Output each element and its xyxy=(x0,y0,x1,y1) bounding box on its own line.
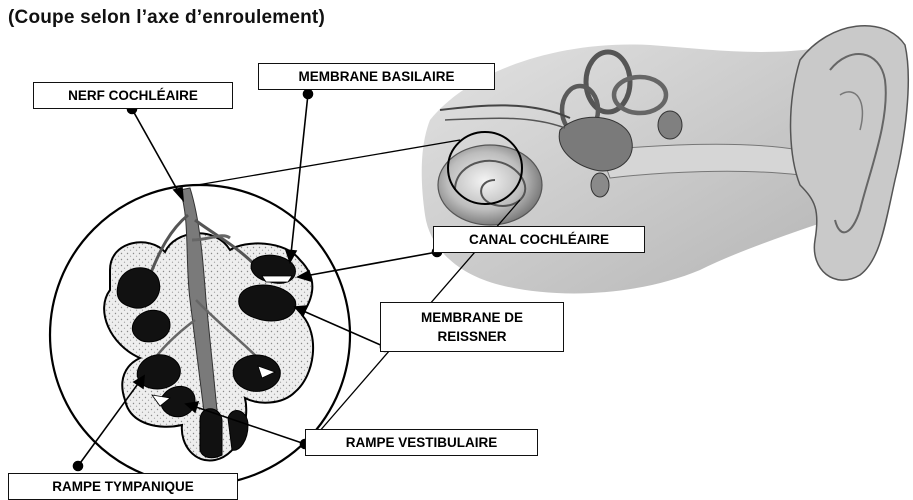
label-membrane-de-reissner-line1: MEMBRANE DE xyxy=(387,308,557,327)
label-canal-cochleaire: CANAL COCHLÉAIRE xyxy=(433,226,645,253)
diagram-title: (Coupe selon l’axe d’enroulement) xyxy=(8,7,325,29)
label-membrane-basilaire: MEMBRANE BASILAIRE xyxy=(258,63,495,90)
label-nerf-cochleaire: NERF COCHLÉAIRE xyxy=(33,82,233,109)
label-rampe-vestibulaire: RAMPE VESTIBULAIRE xyxy=(305,429,538,456)
pinna-shape xyxy=(791,26,909,280)
label-membrane-de-reissner-line2: REISSNER xyxy=(387,327,557,346)
label-rampe-tympanique: RAMPE TYMPANIQUE xyxy=(8,473,238,500)
label-membrane-de-reissner: MEMBRANE DE REISSNER xyxy=(380,302,564,352)
